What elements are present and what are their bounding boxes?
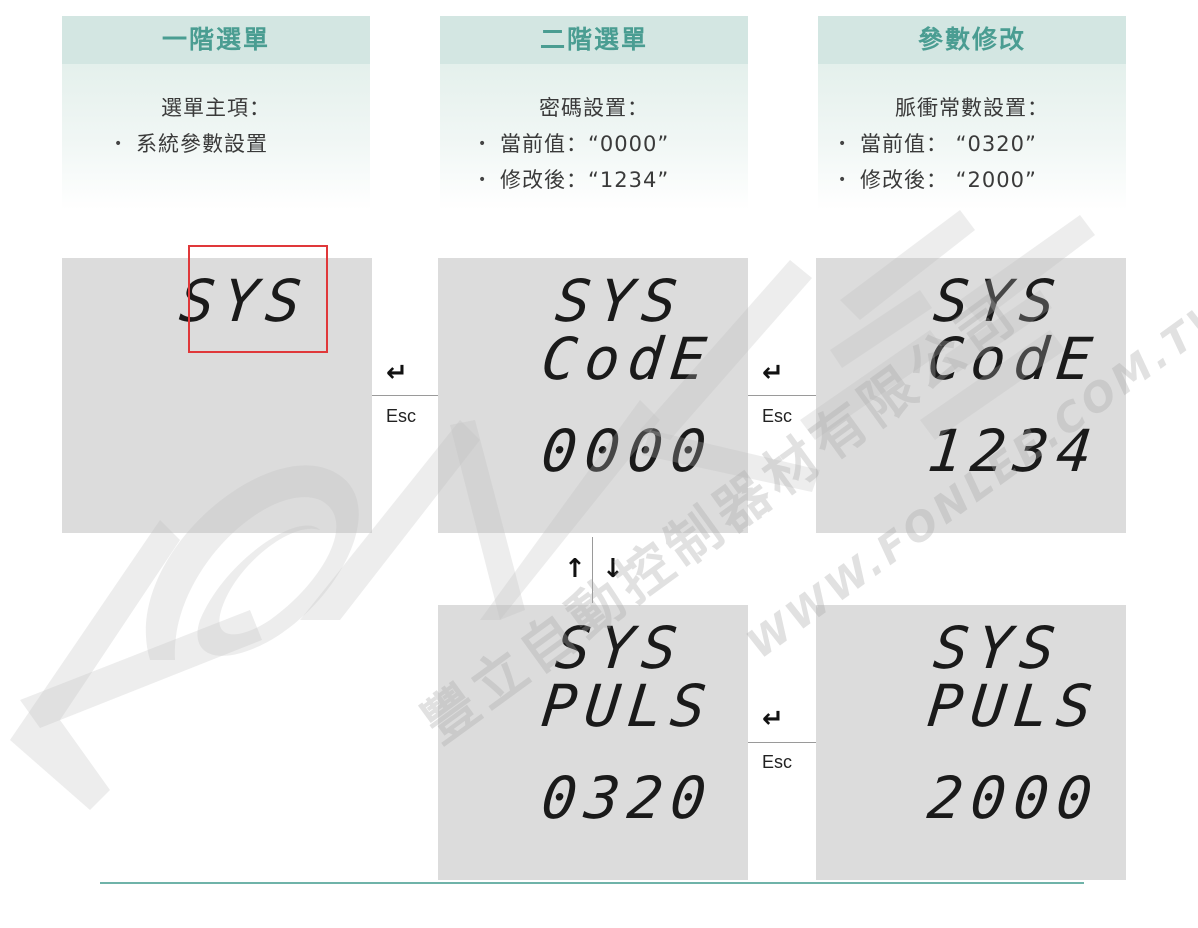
lcd-value: 0320 [538,764,718,832]
lcd-panel-puls-modified: SYS PULS 2000 [816,605,1126,880]
desc-level1: 選單主項： 系統參數設置 [62,64,370,210]
lcd-panel-puls-current: SYS PULS 0320 [438,605,748,880]
lcd-line2: PULS [924,672,1104,740]
lcd-line1: SYS [552,614,689,682]
desc-level2-heading: 密碼設置： [539,96,649,120]
bullet-icon [478,168,500,192]
down-arrow-icon: ↓ [602,554,624,584]
enter-icon: ↵ [386,358,408,388]
header-level1-menu: 一階選單 [62,16,370,64]
lcd-line2: CodE [538,325,718,393]
desc-level2-current: 當前值：“0000” [478,128,748,158]
lcd-line1: SYS [930,267,1067,335]
desc-level1-item-text: 系統參數設置 [136,132,268,156]
lcd-panel-sys-menu: SYS [62,258,372,533]
connector-line [748,395,816,396]
desc-level2-modified: 修改後：“1234” [478,164,748,194]
lcd-value: 2000 [924,764,1104,832]
desc-level1-heading: 選單主項： [161,96,271,120]
desc-level2-modified-text: 修改後：“1234” [500,168,670,192]
enter-icon: ↵ [762,704,784,734]
desc-param-modified-text: 修改後： “2000” [860,168,1037,192]
lcd-line2: CodE [924,325,1104,393]
desc-param: 脈衝常數設置： 當前值： “0320” 修改後： “2000” [818,64,1126,210]
lcd-line2: PULS [538,672,718,740]
up-arrow-icon: ↑ [564,554,586,584]
bullet-icon [114,132,136,156]
desc-param-current: 當前值： “0320” [838,128,1126,158]
desc-level2: 密碼設置： 當前值：“0000” 修改後：“1234” [440,64,748,210]
bullet-icon [838,168,860,192]
connector-line [748,742,816,743]
desc-param-modified: 修改後： “2000” [838,164,1126,194]
lcd-value: 1234 [924,417,1104,485]
desc-level2-current-text: 當前值：“0000” [500,132,670,156]
lcd-line1: SYS [930,614,1067,682]
desc-param-current-text: 當前值： “0320” [860,132,1037,156]
header-level2-menu: 二階選單 [440,16,748,64]
lcd-panel-code-modified: SYS CodE 1234 [816,258,1126,533]
desc-param-heading: 脈衝常數設置： [895,96,1049,120]
highlight-box [188,245,328,353]
lcd-line1: SYS [552,267,689,335]
esc-label: Esc [762,752,793,772]
desc-level1-item: 系統參數設置 [114,128,370,158]
enter-icon: ↵ [762,358,784,388]
lcd-value: 0000 [538,417,718,485]
bullet-icon [838,132,860,156]
connector-line [372,395,438,396]
header-param-edit: 參數修改 [818,16,1126,64]
esc-label: Esc [386,406,417,426]
lcd-panel-code-current: SYS CodE 0000 [438,258,748,533]
esc-label: Esc [762,406,793,426]
bullet-icon [478,132,500,156]
bottom-divider [100,882,1084,884]
connector-line-vertical [592,537,593,603]
